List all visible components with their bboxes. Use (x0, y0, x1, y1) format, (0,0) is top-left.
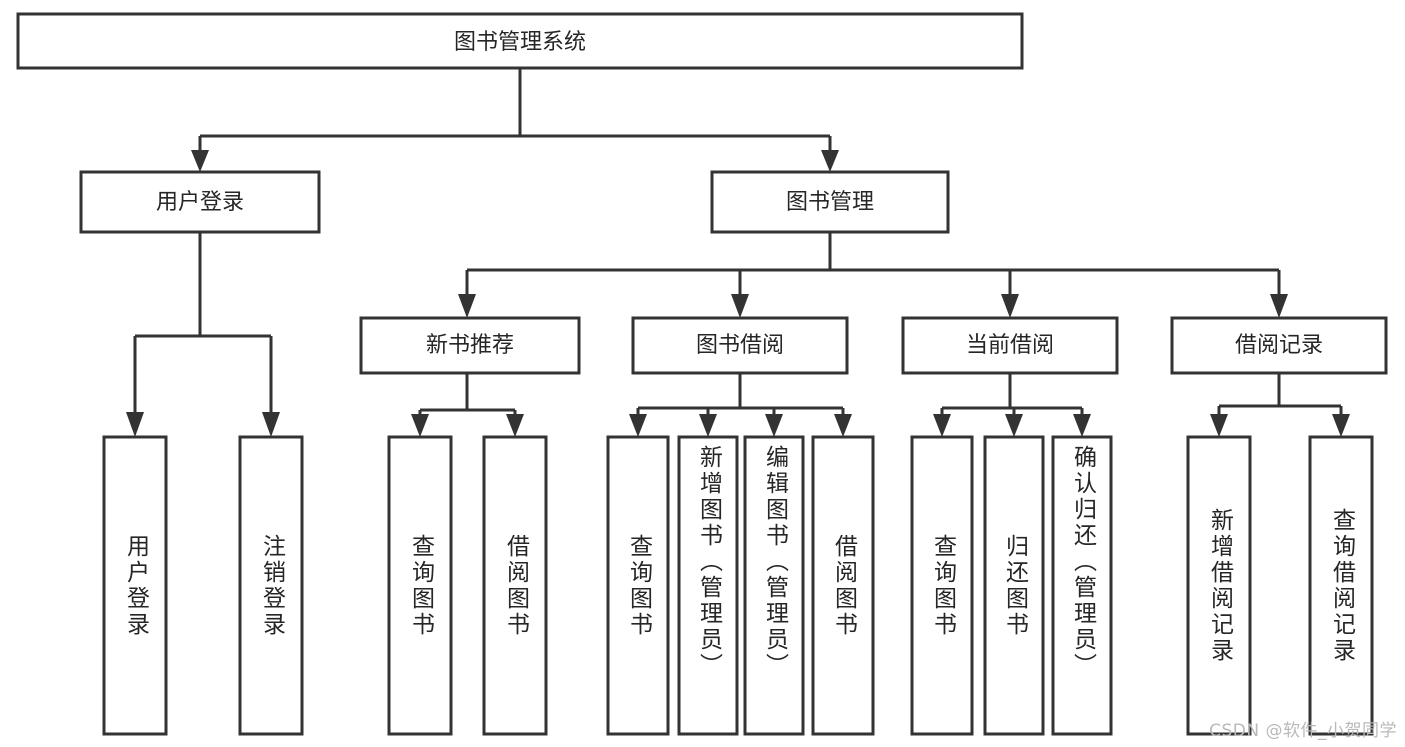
arrowhead-user-login (191, 150, 209, 172)
node-book-borrow[interactable]: 图书借阅 (631, 316, 849, 375)
node-book-borrow-label: 图书借阅 (696, 333, 784, 358)
leaf-box-query-book-current[interactable] (910, 435, 974, 736)
node-book-management-box[interactable] (710, 170, 950, 234)
leaf-box-logout[interactable] (238, 435, 304, 736)
leaf-boxes-group (102, 435, 1374, 736)
leaf-box-edit-book-admin[interactable] (743, 435, 805, 736)
leaf-box-borrow-book[interactable] (811, 435, 875, 736)
node-borrow-record-box[interactable] (1170, 316, 1388, 375)
arrowhead-leaf-query-book-1 (411, 414, 429, 437)
node-current-borrow-box[interactable] (901, 316, 1119, 375)
leaf-box-query-borrow-record[interactable] (1308, 435, 1374, 736)
arrowhead-current-borrow (1001, 294, 1019, 318)
leaf-box-return-book[interactable] (983, 435, 1045, 736)
node-current-borrow[interactable]: 当前借阅 (901, 316, 1119, 375)
node-user-login[interactable]: 用户登录 (79, 170, 321, 234)
leaf-box-user-login[interactable] (102, 435, 168, 736)
arrowhead-leaf-add-book (699, 414, 717, 437)
node-book-management[interactable]: 图书管理 (710, 170, 950, 234)
arrowhead-new-book-rec (458, 294, 476, 318)
node-root-system-label: 图书管理系统 (454, 30, 586, 55)
arrowhead-leaf-query-book-2 (629, 414, 647, 437)
leaf-box-confirm-return-admin[interactable] (1051, 435, 1113, 736)
arrowhead-leaf-logout (262, 412, 280, 437)
node-borrow-record[interactable]: 借阅记录 (1170, 316, 1388, 375)
leaf-box-query-book-borrow[interactable] (606, 435, 670, 736)
node-user-login-label: 用户登录 (156, 190, 244, 215)
leaf-box-borrow-book-newrec[interactable] (482, 435, 548, 736)
node-current-borrow-label: 当前借阅 (966, 333, 1054, 358)
node-book-management-label: 图书管理 (786, 190, 874, 215)
node-new-book-recommend-label: 新书推荐 (426, 333, 514, 358)
leaf-box-add-borrow-record[interactable] (1186, 435, 1252, 736)
arrowhead-book-mgmt (821, 150, 839, 172)
edges-group (126, 68, 1350, 437)
node-root-system-box[interactable] (16, 12, 1024, 70)
arrowhead-leaf-edit-book (765, 414, 783, 437)
arrowhead-leaf-add-record (1210, 414, 1228, 437)
arrowhead-leaf-confirm-return (1073, 414, 1091, 437)
arrowhead-borrow-record (1270, 294, 1288, 318)
arrowhead-leaf-query-book-3 (933, 414, 951, 437)
arrowhead-book-borrow (731, 294, 749, 318)
arrowhead-leaf-borrow-book-1 (506, 414, 524, 437)
node-book-borrow-box[interactable] (631, 316, 849, 375)
node-user-login-box[interactable] (79, 170, 321, 234)
leaf-box-query-book-newrec[interactable] (387, 435, 453, 736)
node-new-book-recommend-box[interactable] (359, 316, 581, 375)
node-borrow-record-label: 借阅记录 (1235, 333, 1323, 358)
node-root-system[interactable]: 图书管理系统 (16, 12, 1024, 70)
arrowhead-leaf-user-login (126, 412, 144, 437)
arrowhead-leaf-return-book (1005, 414, 1023, 437)
arrowhead-leaf-query-record (1332, 414, 1350, 437)
arrowhead-leaf-borrow-book-2 (834, 414, 852, 437)
leaf-box-add-book-admin[interactable] (677, 435, 739, 736)
node-new-book-recommend[interactable]: 新书推荐 (359, 316, 581, 375)
